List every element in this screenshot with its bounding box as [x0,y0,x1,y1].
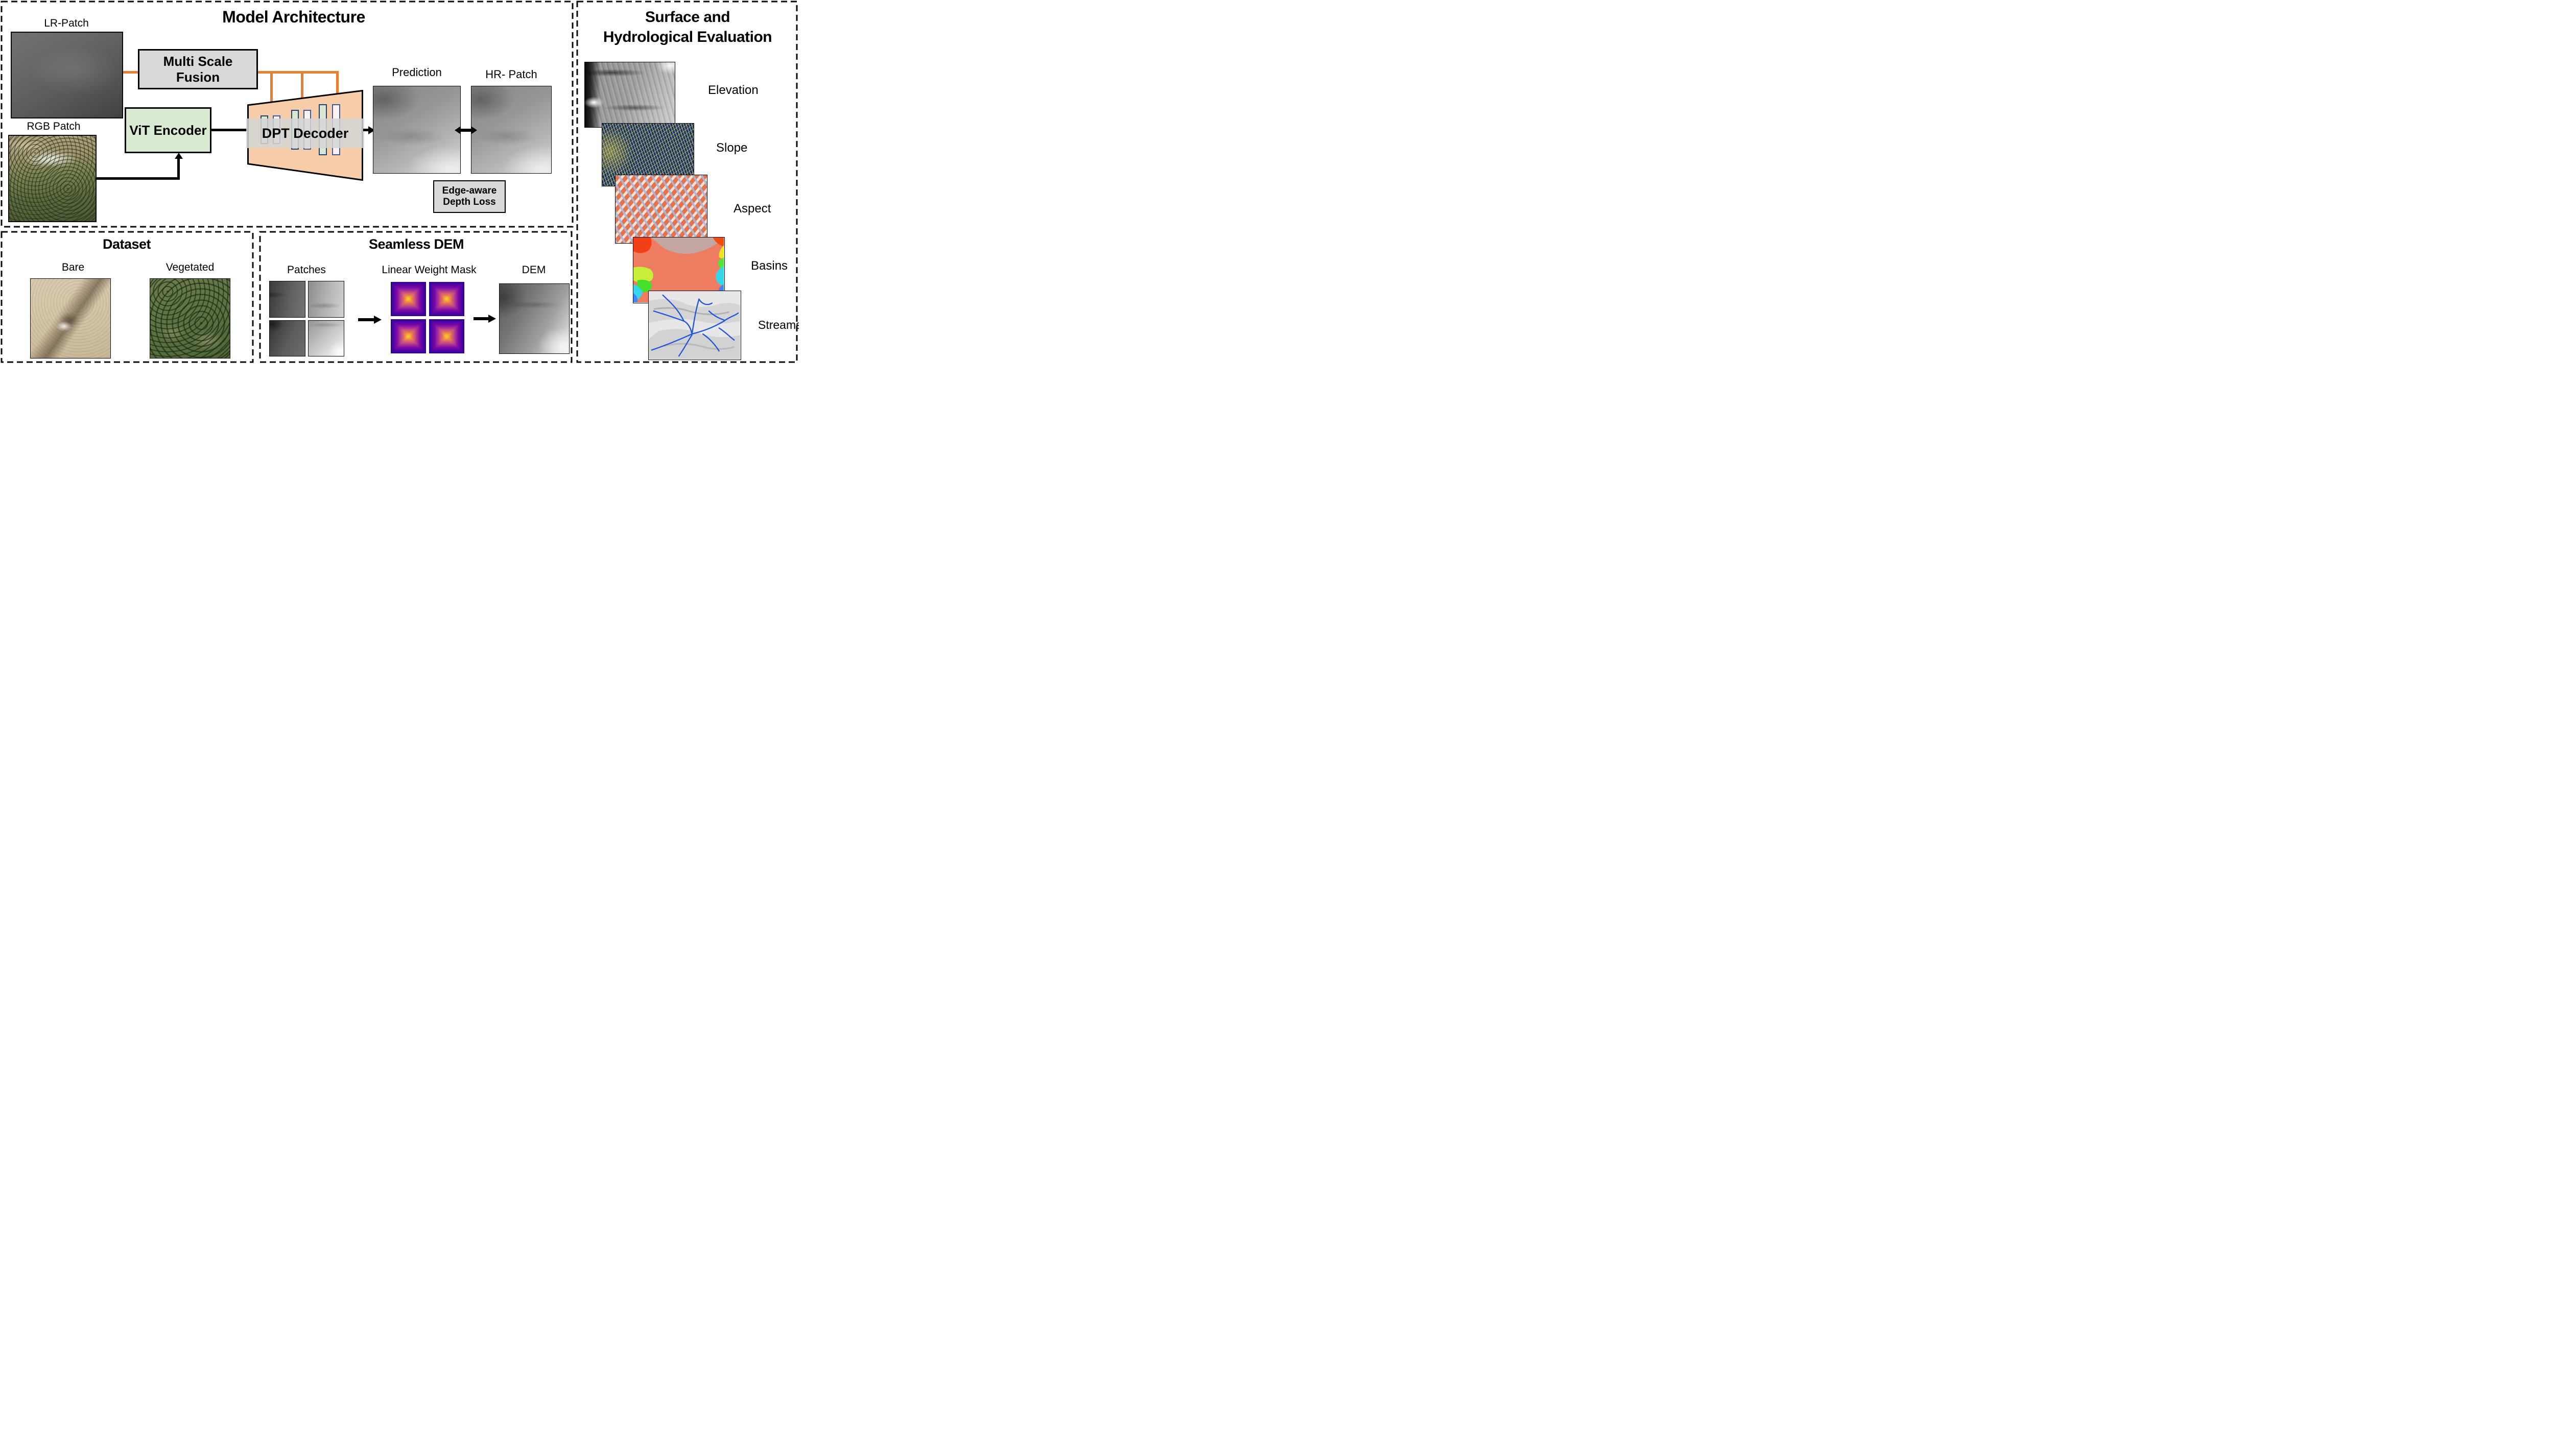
dpt-decoder-label: DPT Decoder [262,125,349,141]
lr-patch-image [11,32,123,118]
dataset-panel-border [1,231,254,363]
vegetated-label: Vegetated [165,261,215,273]
mask-to-dem-arrow-icon [474,315,496,323]
bare-label: Bare [61,261,85,273]
seamless-dem-title: Seamless DEM [368,236,464,252]
elevation-image [584,62,675,128]
weight-mask-image [429,282,464,316]
model-architecture-panel-border [1,1,574,228]
multi-scale-fusion-line2: Fusion [176,69,220,85]
dpt-decoder-trapezoid: DPT Decoder [246,90,364,181]
loss-line1: Edge-aware [442,185,497,196]
bare-image [30,278,111,359]
seamless-dem-image [499,283,570,354]
hr-patch-label: HR- Patch [485,68,537,81]
rgb-patch-label: RGB Patch [27,121,81,132]
patches-to-mask-arrow-icon [358,316,382,324]
seamless-dem-panel-border [259,231,573,363]
model-architecture-title: Model Architecture [222,8,365,26]
evaluation-title-line1: Surface and [645,9,730,26]
multi-scale-fusion-line1: Multi Scale [163,53,233,69]
weight-mask-image [391,319,426,353]
figure-canvas: Model Architecture LR-Patch RGB Patch Mu… [0,0,799,364]
rgb-to-vit-arrow-shaft-v [177,158,180,180]
dpt-decoder-label-band: DPT Decoder [246,118,364,148]
patches-grid [269,281,344,356]
evaluation-title-line2: Hydrological Evaluation [603,29,772,45]
aspect-image [615,175,707,244]
loss-line2: Depth Loss [443,197,496,207]
panel-borders [1,1,798,363]
vit-to-decoder-line [211,129,247,131]
linear-weight-mask-label: Linear Weight Mask [382,264,477,276]
basins-label: Basins [751,259,788,273]
rgb-to-vit-arrow-shaft-h [97,177,180,180]
decoder-to-prediction-shaft [363,129,369,131]
streams-image [648,291,741,360]
skip-arrow-3-shaft [336,72,339,99]
weight-mask-grid [391,282,464,353]
evaluation-title: Surface and Hydrological Evaluation [582,7,793,47]
multi-scale-fusion-box: Multi Scale Fusion [138,49,258,89]
lr-patch-label: LR-Patch [44,17,89,29]
vegetated-image [150,278,230,359]
weight-mask-image [391,282,426,316]
prediction-image [373,86,461,174]
lr-to-fusion-line [123,71,138,74]
prediction-label: Prediction [392,66,442,79]
skip-arrow-1-shaft [270,72,273,104]
compare-double-arrow-icon [455,126,477,134]
fusion-to-decoder-line [258,71,339,74]
dem-patch-image [269,320,305,356]
aspect-label: Aspect [734,202,771,216]
vit-encoder-label: ViT Encoder [129,122,207,138]
evaluation-panel-border [576,1,798,363]
hr-patch-image [471,86,552,174]
vit-encoder-box: ViT Encoder [125,107,211,153]
dem-label: DEM [522,264,546,276]
weight-mask-image [429,319,464,353]
edge-aware-depth-loss-box: Edge-aware Depth Loss [433,180,506,213]
streams-label: Streams [758,318,799,331]
rgb-to-vit-arrow-head [174,153,183,159]
dataset-title: Dataset [102,236,151,252]
skip-arrow-2-shaft [301,72,303,100]
patches-label: Patches [287,264,326,276]
dem-patch-image [269,281,305,318]
elevation-label: Elevation [708,83,759,97]
dem-patch-image [308,320,344,356]
slope-label: Slope [716,141,748,155]
rgb-patch-image [8,135,97,222]
dem-patch-image [308,281,344,318]
